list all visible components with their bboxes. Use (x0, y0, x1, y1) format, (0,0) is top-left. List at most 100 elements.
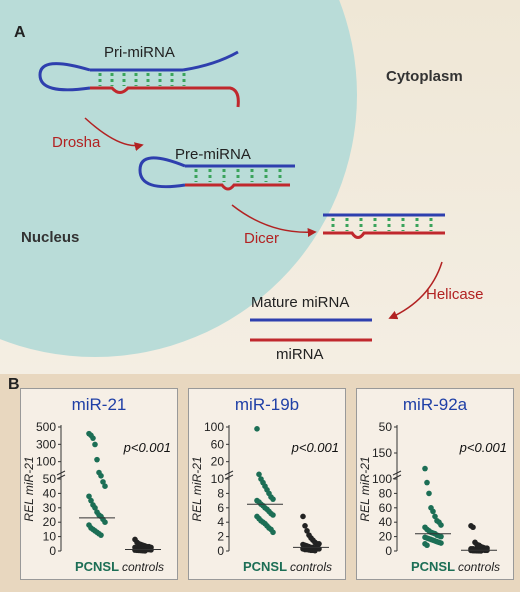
y-tick-label: 50 (379, 420, 393, 434)
y-tick-label: 0 (217, 544, 224, 558)
data-point (256, 471, 262, 478)
data-point (98, 472, 104, 479)
data-point (438, 533, 444, 540)
mirna-pathway-diagram (0, 0, 520, 374)
axis-break (56, 470, 66, 480)
data-point (438, 522, 444, 528)
data-point (422, 465, 428, 472)
data-point (432, 513, 438, 520)
axis-break (224, 470, 234, 480)
data-point (270, 529, 276, 536)
y-tick-label: 2 (217, 530, 224, 544)
y-tick-label: 500 (36, 420, 56, 434)
data-point (94, 456, 100, 463)
category-label-controls: controls (290, 560, 332, 574)
y-tick-label: 10 (211, 472, 225, 486)
pri-base-pairs (98, 73, 186, 86)
chart-title: miR-21 (71, 395, 127, 414)
nucleus-label: Nucleus (21, 229, 80, 246)
chart-title: miR-92a (402, 395, 468, 414)
y-tick-label: 10 (43, 530, 57, 544)
panel-a: A Cytoplasm Nucleus Pri-miRNA Pre-miRNA … (0, 0, 520, 374)
y-tick-label: 40 (43, 486, 57, 500)
y-tick-label: 8 (217, 486, 224, 500)
drosha-arrow (84, 117, 144, 151)
data-point (302, 523, 308, 529)
data-point (270, 496, 276, 502)
data-point (312, 547, 318, 554)
pre-strand-red (185, 183, 290, 191)
mature-mirna-label: Mature miRNA (251, 294, 350, 311)
y-tick-label: 60 (211, 437, 225, 451)
data-point (270, 512, 276, 518)
mirna-duplex (323, 213, 445, 239)
y-tick-label: 20 (43, 515, 57, 529)
y-tick-label: 80 (379, 486, 393, 500)
pre-mirna-structure (138, 156, 295, 191)
data-point (430, 508, 436, 515)
y-tick-label: 6 (217, 501, 224, 515)
y-tick-label: 100 (204, 420, 224, 434)
y-axis-label: REL miR-21 (22, 456, 36, 521)
pri-loop (38, 62, 91, 92)
data-point (424, 542, 430, 549)
y-tick-label: 20 (211, 455, 225, 469)
y-axis-label: REL miR-21 (190, 456, 204, 521)
panel-a-label: A (14, 24, 26, 41)
data-point (92, 441, 98, 448)
y-tick-label: 150 (372, 446, 392, 460)
p-value-annotation: p<0.001 (123, 440, 171, 455)
helicase-arrow (388, 261, 443, 320)
data-point (470, 524, 476, 531)
y-tick-label: 0 (385, 544, 392, 558)
data-point (478, 548, 484, 554)
y-tick-label: 300 (36, 437, 56, 451)
data-point (300, 513, 306, 520)
chart-title: miR-19b (234, 395, 300, 414)
category-label-controls: controls (458, 560, 500, 574)
panel-b-label: B (8, 376, 20, 393)
pre-base-pairs (194, 169, 282, 182)
data-point (426, 490, 432, 497)
p-value-annotation: p<0.001 (459, 440, 507, 455)
duplex-strand-red (323, 231, 445, 239)
category-label-pcnsl: PCNSL (411, 559, 455, 574)
y-tick-label: 40 (379, 515, 393, 529)
helicase-label: Helicase (426, 286, 484, 303)
data-point (424, 479, 430, 486)
pri-tail-blue (182, 50, 239, 72)
y-tick-label: 60 (379, 501, 393, 515)
data-point (92, 505, 98, 511)
pre-mirna-label: Pre-miRNA (175, 146, 251, 163)
pri-mirna-label: Pri-miRNA (104, 44, 175, 61)
data-point (88, 497, 94, 504)
category-label-pcnsl: PCNSL (243, 559, 287, 574)
y-tick-label: 4 (217, 515, 224, 529)
y-tick-label: 50 (43, 472, 57, 486)
y-tick-label: 20 (379, 530, 393, 544)
y-axis-label: REL miR-21 (358, 456, 372, 521)
data-point (102, 483, 108, 489)
p-value-annotation: p<0.001 (291, 440, 339, 455)
pri-strand-red (90, 86, 240, 108)
data-point (304, 528, 310, 534)
axis-break (392, 470, 402, 480)
data-point (86, 493, 92, 500)
data-point (90, 435, 96, 441)
y-tick-label: 0 (49, 544, 56, 558)
pri-mirna-structure (38, 50, 240, 108)
mirna-label: miRNA (276, 346, 324, 363)
data-point (316, 541, 322, 547)
data-point (254, 426, 260, 432)
data-point (102, 519, 108, 525)
data-point (98, 532, 104, 538)
pre-loop (138, 156, 186, 189)
